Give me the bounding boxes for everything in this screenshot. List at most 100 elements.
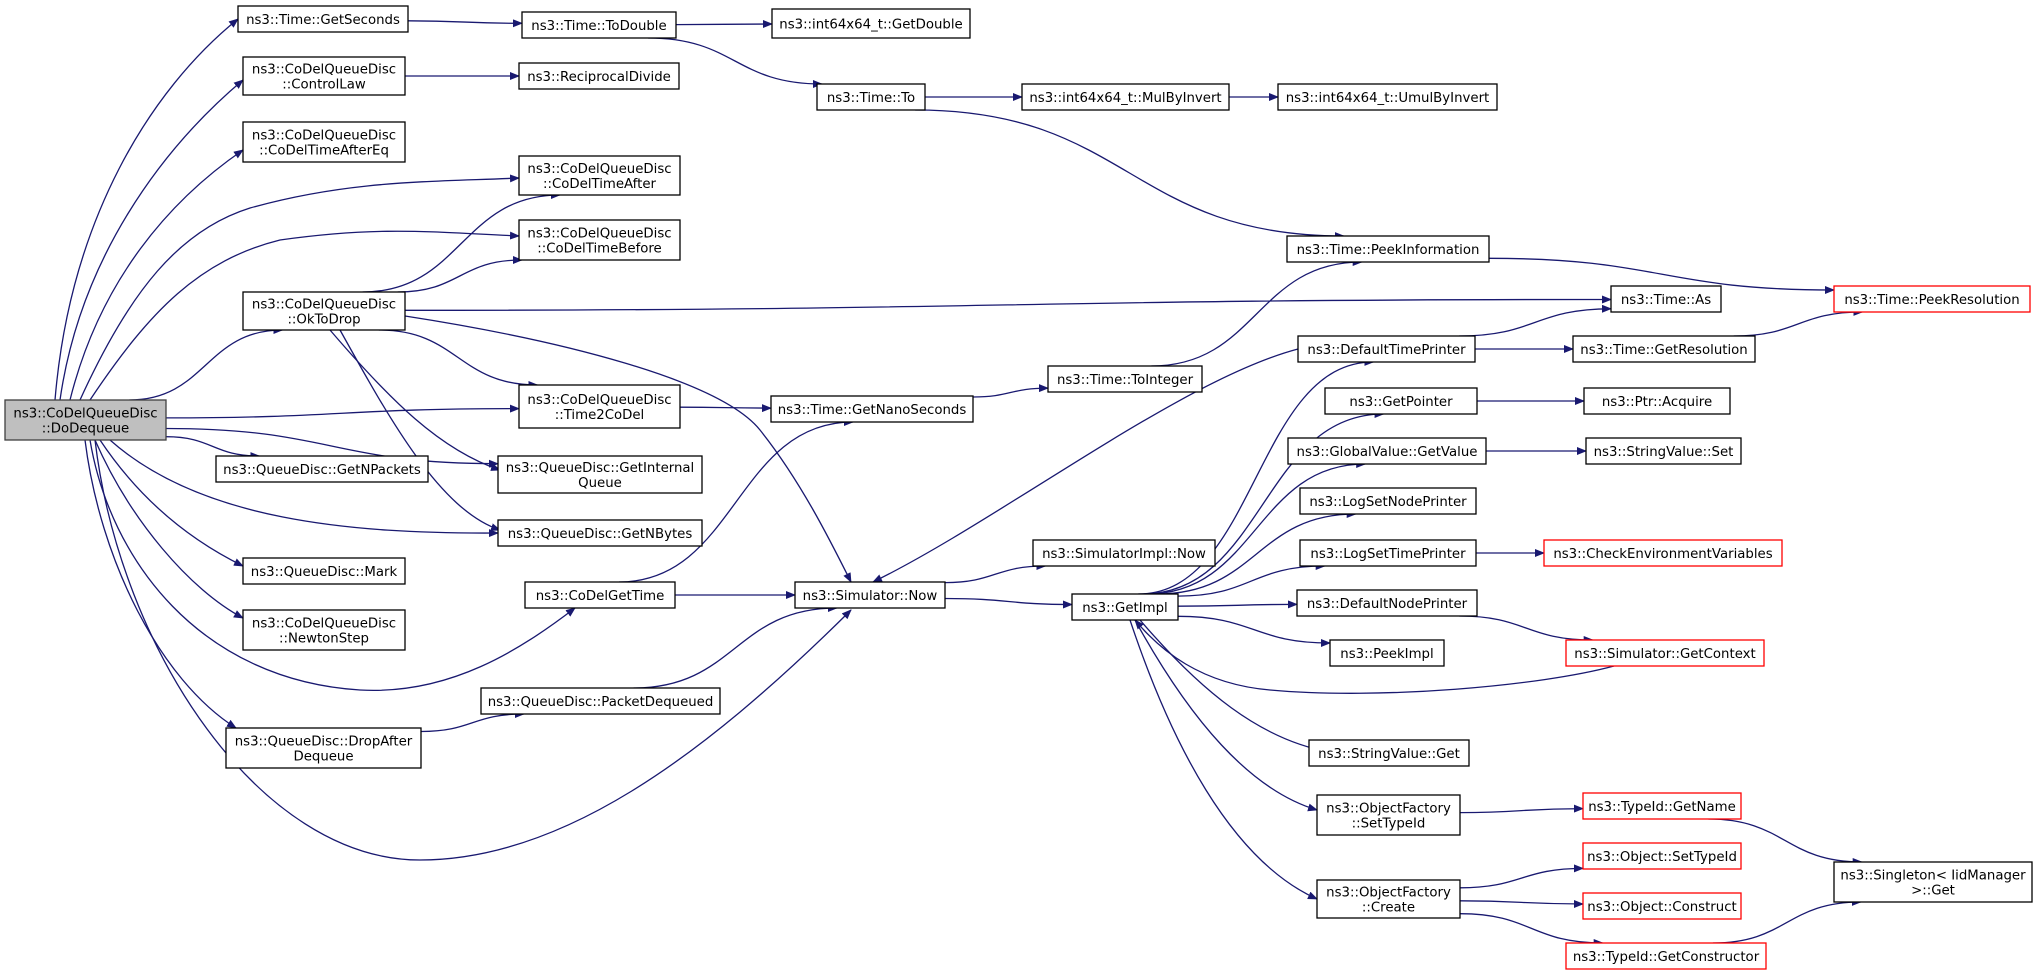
node-label: ns3::ObjectFactory bbox=[1326, 802, 1451, 817]
node-logsettimeprinter[interactable]: ns3::LogSetTimePrinter bbox=[1299, 539, 1477, 567]
edge-timeto-to-peekinformation bbox=[915, 109, 1345, 240]
node-settypeid[interactable]: ns3::ObjectFactory::SetTypeId bbox=[1316, 794, 1461, 836]
node-getresolution[interactable]: ns3::Time::GetResolution bbox=[1572, 335, 1756, 363]
node-stringvalueset[interactable]: ns3::StringValue::Set bbox=[1585, 437, 1742, 465]
node-label: ns3::CoDelQueueDisc bbox=[252, 63, 396, 78]
edge-oktodrop-to-getnbytes bbox=[339, 329, 501, 531]
node-box bbox=[1582, 892, 1742, 920]
node-umulbyinvert[interactable]: ns3::int64x64_t::UmulByInvert bbox=[1277, 83, 1498, 111]
node-label: ns3::QueueDisc::GetInternal bbox=[506, 461, 695, 476]
node-peekinformation[interactable]: ns3::Time::PeekInformation bbox=[1286, 235, 1490, 263]
node-tointeger[interactable]: ns3::Time::ToInteger bbox=[1047, 365, 1203, 393]
node-mark[interactable]: ns3::QueueDisc::Mark bbox=[242, 557, 406, 585]
edge-getseconds-to-todouble bbox=[407, 19, 523, 28]
node-singletonget[interactable]: ns3::Singleton< IidManager >::Get bbox=[1833, 861, 2033, 903]
node-box bbox=[1833, 861, 2033, 903]
node-label: ns3::CoDelQueueDisc bbox=[527, 162, 671, 177]
node-reciprocaldivide[interactable]: ns3::ReciprocalDivide bbox=[518, 62, 680, 90]
node-label: ns3::CoDelQueueDisc bbox=[527, 227, 671, 242]
node-dodequeue[interactable]: ns3::CoDelQueueDisc::DoDequeue bbox=[4, 399, 167, 441]
edge-oktodrop-to-simnow bbox=[404, 315, 852, 583]
node-box bbox=[242, 557, 406, 585]
node-label: ns3::CoDelGetTime bbox=[536, 589, 665, 604]
node-label: Dequeue bbox=[293, 750, 353, 765]
node-label: ns3::CoDelQueueDisc bbox=[527, 393, 671, 408]
node-box bbox=[794, 581, 946, 609]
node-objectconstruct[interactable]: ns3::Object::Construct bbox=[1582, 892, 1742, 920]
edge-dodequeue-to-timeaftereq bbox=[69, 149, 244, 401]
node-label: ns3::Time::PeekResolution bbox=[1844, 293, 2019, 308]
node-timebefore[interactable]: ns3::CoDelQueueDisc::CoDelTimeBefore bbox=[518, 219, 681, 261]
node-ptracquire[interactable]: ns3::Ptr::Acquire bbox=[1583, 387, 1731, 415]
edge-getcontext-to-getimpl bbox=[1134, 619, 1615, 694]
node-globalgetvalue[interactable]: ns3::GlobalValue::GetValue bbox=[1287, 437, 1487, 465]
edge-dodequeue-to-controllaw bbox=[59, 79, 244, 401]
edge-oktodrop-to-timeas bbox=[404, 295, 1612, 311]
node-timeto[interactable]: ns3::Time::To bbox=[816, 83, 926, 111]
node-label: ns3::Object::Construct bbox=[1587, 900, 1736, 915]
node-box bbox=[225, 727, 422, 769]
node-label: ns3::QueueDisc::DropAfter bbox=[235, 735, 413, 750]
node-timeas[interactable]: ns3::Time::As bbox=[1610, 285, 1722, 313]
node-getdouble[interactable]: ns3::int64x64_t::GetDouble bbox=[771, 8, 971, 39]
node-stringvalueget[interactable]: ns3::StringValue::Get bbox=[1308, 739, 1470, 767]
edge-todouble-to-getdouble bbox=[675, 20, 773, 29]
node-box bbox=[1286, 235, 1490, 263]
node-defaultnodeprinter[interactable]: ns3::DefaultNodePrinter bbox=[1296, 589, 1478, 617]
node-packetdequeued[interactable]: ns3::QueueDisc::PacketDequeued bbox=[480, 687, 721, 715]
node-box bbox=[518, 155, 681, 196]
node-getnpackets[interactable]: ns3::QueueDisc::GetNPackets bbox=[215, 455, 429, 483]
node-objectsettypeid[interactable]: ns3::Object::SetTypeId bbox=[1582, 842, 1742, 870]
node-label: ns3::GetPointer bbox=[1349, 395, 1453, 410]
node-getconstructor[interactable]: ns3::TypeId::GetConstructor bbox=[1565, 942, 1767, 970]
node-todouble[interactable]: ns3::Time::ToDouble bbox=[521, 11, 677, 39]
node-controllaw[interactable]: ns3::CoDelQueueDisc::ControlLaw bbox=[242, 56, 406, 96]
node-label: ::CoDelTimeAfter bbox=[543, 177, 656, 192]
node-box bbox=[1287, 437, 1487, 465]
edge-oktodrop-to-time2codel bbox=[378, 329, 539, 389]
node-label: ::OkToDrop bbox=[287, 313, 360, 328]
node-defaulttimeprinter[interactable]: ns3::DefaultTimePrinter bbox=[1297, 335, 1476, 363]
node-getcontext[interactable]: ns3::Simulator::GetContext bbox=[1565, 639, 1765, 667]
node-codelgettime[interactable]: ns3::CoDelGetTime bbox=[524, 581, 676, 609]
edge-dodequeue-to-dropafterdequeue bbox=[84, 439, 237, 729]
edge-typeidgetname-to-singletonget bbox=[1708, 818, 1863, 866]
node-simimplnow[interactable]: ns3::SimulatorImpl::Now bbox=[1032, 539, 1216, 567]
node-peekimpl[interactable]: ns3::PeekImpl bbox=[1329, 639, 1445, 667]
node-box bbox=[1610, 285, 1722, 313]
edge-peekinformation-to-peekresolution bbox=[1488, 257, 1835, 294]
node-mulbyinvert[interactable]: ns3::int64x64_t::MulByInvert bbox=[1021, 83, 1230, 111]
node-peekresolution[interactable]: ns3::Time::PeekResolution bbox=[1833, 285, 2031, 313]
node-checkenv[interactable]: ns3::CheckEnvironmentVariables bbox=[1543, 539, 1783, 567]
node-label: ::NewtonStep bbox=[279, 632, 369, 647]
node-newtonstep[interactable]: ns3::CoDelQueueDisc::NewtonStep bbox=[242, 609, 406, 651]
edge-oktodrop-to-timebefore bbox=[397, 256, 523, 293]
node-factorycreate[interactable]: ns3::ObjectFactory::Create bbox=[1316, 879, 1461, 919]
node-label: ns3::ReciprocalDivide bbox=[527, 70, 671, 85]
node-timeaftereq[interactable]: ns3::CoDelQueueDisc::CoDelTimeAfterEq bbox=[242, 121, 406, 163]
node-typeidgetname[interactable]: ns3::TypeId::GetName bbox=[1582, 792, 1742, 820]
edge-tointeger-to-peekinformation bbox=[1151, 258, 1363, 367]
node-timeafter[interactable]: ns3::CoDelQueueDisc::CoDelTimeAfter bbox=[518, 155, 681, 196]
edge-dodequeue-to-time2codel bbox=[165, 404, 520, 419]
node-logsetnodeprinter[interactable]: ns3::LogSetNodePrinter bbox=[1299, 487, 1477, 515]
node-label: ns3::Time::GetResolution bbox=[1580, 343, 1747, 358]
node-getimpl[interactable]: ns3::GetImpl bbox=[1071, 593, 1179, 621]
node-box bbox=[771, 8, 971, 39]
node-box bbox=[1329, 639, 1445, 667]
node-simnow[interactable]: ns3::Simulator::Now bbox=[794, 581, 946, 609]
node-box bbox=[1277, 83, 1498, 111]
node-time2codel[interactable]: ns3::CoDelQueueDisc::Time2CoDel bbox=[518, 384, 681, 429]
node-getseconds[interactable]: ns3::Time::GetSeconds bbox=[237, 5, 409, 33]
node-box bbox=[242, 121, 406, 163]
node-label: ::DoDequeue bbox=[42, 422, 129, 437]
node-box bbox=[1296, 589, 1478, 617]
node-getnanoseconds[interactable]: ns3::Time::GetNanoSeconds bbox=[770, 395, 974, 423]
node-getnbytes[interactable]: ns3::QueueDisc::GetNBytes bbox=[497, 519, 703, 547]
edge-dodequeue-to-oktodrop bbox=[129, 326, 284, 401]
node-getpointer[interactable]: ns3::GetPointer bbox=[1324, 387, 1478, 415]
node-oktodrop[interactable]: ns3::CoDelQueueDisc::OkToDrop bbox=[242, 291, 406, 331]
node-label: ns3::Time::ToInteger bbox=[1057, 373, 1194, 388]
